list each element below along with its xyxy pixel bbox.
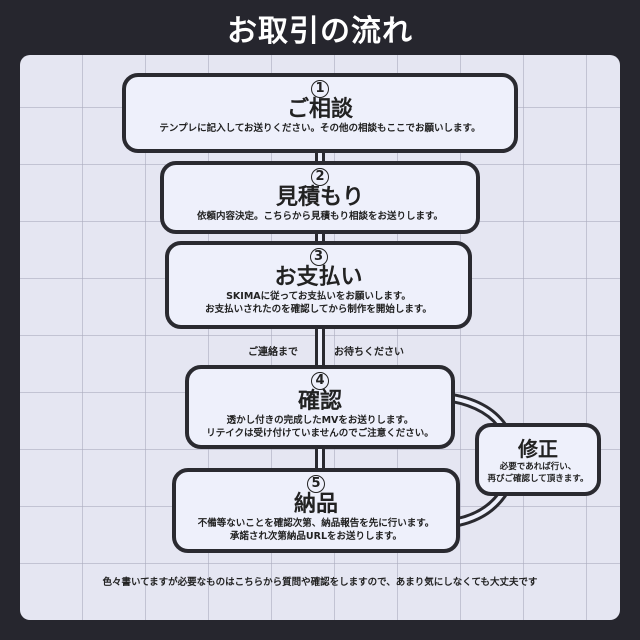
step-desc: 承諾され次第納品URLをお送りします。 — [229, 531, 403, 542]
step-number: 1 — [311, 80, 329, 98]
step-desc: 透かし付きの完成したMVをお送りします。 — [226, 415, 414, 426]
footer-note: 色々書いてますが必要なものはこちらから質問や確認をしますので、あまり気にしなくて… — [102, 577, 538, 588]
step-title: 確認 — [297, 389, 342, 414]
wait-label-right: お待ちください — [334, 347, 404, 358]
wait-label-left: ご連絡まで — [248, 347, 298, 358]
revision-desc: 必要であれば行い、 — [499, 462, 577, 472]
step-2-estimate: 2 見積もり 依頼内容決定。こちらから見積もり相談をお送りします。 — [160, 161, 480, 234]
step-4-confirm: 4 確認 透かし付きの完成したMVをお送りします。 リテイクは受け付けていません… — [185, 365, 455, 449]
revision-desc: 再びご確認して頂きます。 — [487, 474, 589, 484]
revision-title: 修正 — [518, 437, 558, 461]
step-number: 4 — [311, 372, 329, 390]
step-3-payment: 3 お支払い SKIMAに従ってお支払いをお願いします。 お支払いされたのを確認… — [165, 241, 472, 329]
step-desc: SKIMAに従ってお支払いをお願いします。 — [226, 291, 411, 302]
step-desc: リテイクは受け付けていませんのでご注意ください。 — [206, 428, 434, 439]
step-number: 5 — [307, 475, 325, 493]
step-desc: お支払いされたのを確認してから制作を開始します。 — [205, 304, 432, 315]
step-number: 2 — [311, 168, 329, 186]
step-title: 見積もり — [275, 185, 364, 210]
page-title: お取引の流れ — [227, 14, 413, 49]
step-desc: 依頼内容決定。こちらから見積もり相談をお送りします。 — [196, 211, 444, 222]
step-title: 納品 — [293, 492, 338, 517]
revision-box: 修正 必要であれば行い、 再びご確認して頂きます。 — [475, 423, 601, 496]
step-title: お支払い — [274, 265, 363, 290]
step-title: ご相談 — [286, 97, 353, 122]
step-5-delivery: 5 納品 不備等ないことを確認次第、納品報告を先に行います。 承諾され次第納品U… — [172, 468, 460, 553]
step-1-consultation: 1 ご相談 テンプレに記入してお送りください。その他の相談もここでお願いします。 — [122, 73, 518, 153]
step-desc: テンプレに記入してお送りください。その他の相談もここでお願いします。 — [159, 123, 481, 134]
step-number: 3 — [309, 248, 328, 266]
step-desc: 不備等ないことを確認次第、納品報告を先に行います。 — [197, 518, 435, 529]
